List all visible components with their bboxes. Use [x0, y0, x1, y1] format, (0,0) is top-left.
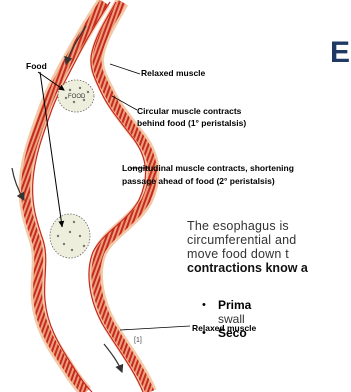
- esophagus-right-wall: [89, 2, 153, 392]
- food-bolus-bottom: [50, 214, 90, 258]
- bullet-dot-2: •: [202, 327, 206, 339]
- paragraph-line4: contractions know a: [187, 261, 308, 275]
- bolus-text: FOOD: [68, 94, 86, 100]
- label-circular-line1: Circular muscle contracts: [137, 106, 241, 117]
- paragraph-line1: The esophagus is: [187, 219, 289, 233]
- label-relaxed-muscle-top: Relaxed muscle: [141, 68, 205, 79]
- bullet-1-bold: Prima: [218, 298, 251, 312]
- label-longitudinal-line1: Longitudinal muscle contracts, shortenin…: [122, 163, 294, 174]
- bullet-dot-1: •: [202, 299, 206, 311]
- food-bolus-top: FOOD: [58, 80, 94, 112]
- leader-relaxed-bottom: [120, 326, 190, 330]
- label-circular-line2: behind food (1° peristalsis): [137, 118, 246, 129]
- bullet-2-bold: Seco: [218, 326, 247, 340]
- reference-marker: [1]: [134, 337, 142, 344]
- slide-title: E: [330, 36, 350, 70]
- paragraph-line3: move food down t: [187, 247, 289, 261]
- paragraph-line2: circumferential and: [187, 233, 296, 247]
- label-food: Food: [26, 61, 47, 72]
- bullet-1-rest: swall: [218, 312, 245, 326]
- label-longitudinal-line2: passage ahead of food (2° peristalsis): [122, 176, 275, 187]
- leader-relaxed-top: [110, 64, 140, 74]
